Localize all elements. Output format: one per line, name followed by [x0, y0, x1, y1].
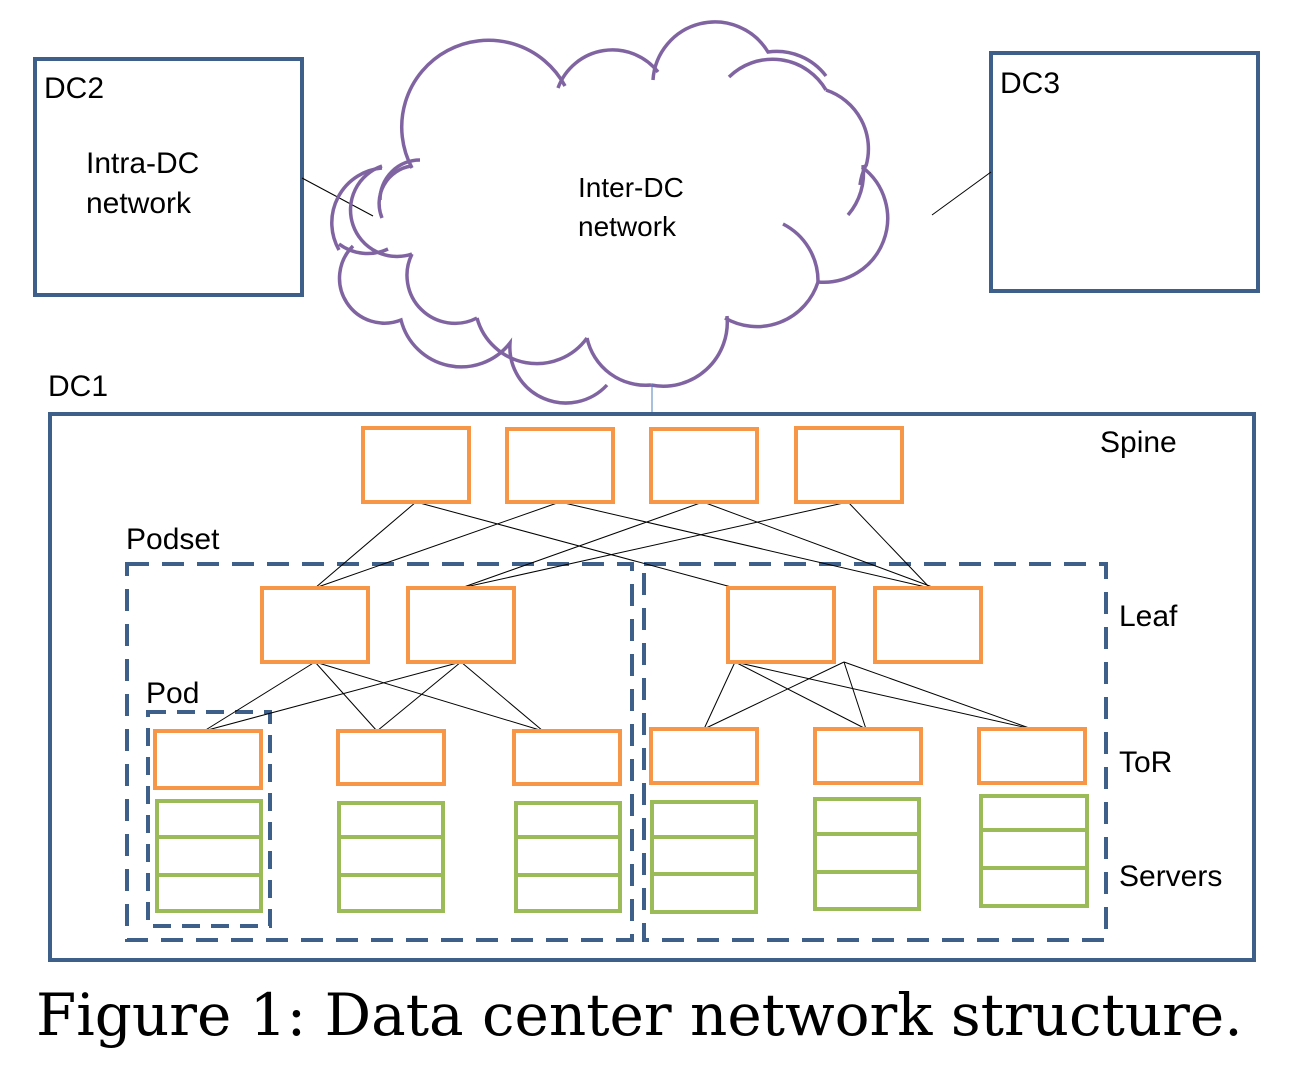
podset-box-left — [125, 562, 634, 942]
leaf-switch — [406, 586, 516, 664]
spine-switches — [361, 426, 904, 504]
server-rack — [514, 801, 622, 913]
tier-label-leaf: Leaf — [1119, 600, 1178, 633]
spine-switch — [505, 427, 615, 504]
leaf-switch — [260, 586, 370, 664]
podset-label: Podset — [126, 523, 220, 556]
server-rack — [979, 794, 1089, 908]
tier-label-servers: Servers — [1119, 860, 1222, 893]
leaf-switch — [726, 586, 836, 664]
tier-label-spine: Spine — [1100, 426, 1177, 459]
dc3-title: DC3 — [1000, 67, 1060, 100]
server-racks — [155, 794, 1089, 914]
leaf-switch — [873, 586, 983, 664]
spine-switch — [794, 426, 904, 504]
pod-box — [146, 710, 272, 928]
tor-switch — [153, 729, 263, 790]
server-rack — [650, 800, 758, 914]
tier-label-tor: ToR — [1119, 746, 1172, 779]
tor-switch — [813, 727, 923, 785]
server-rack — [337, 801, 445, 913]
tor-switch — [977, 727, 1087, 785]
figure-caption: Figure 1: Data center network structure. — [36, 981, 1243, 1049]
leaf-tor-links — [203, 661, 1033, 732]
tor-switch — [336, 729, 446, 786]
inter-dc-cloud — [330, 20, 890, 405]
spine-switch — [649, 427, 759, 504]
leaf-switches — [260, 586, 983, 664]
dc2-title: DC2 — [44, 72, 104, 105]
podset-box-right — [642, 562, 1108, 942]
link-dc3-cloud — [931, 171, 992, 216]
server-rack — [813, 797, 921, 911]
spine-leaf-links — [314, 501, 936, 589]
dc2-body-line2: network — [86, 187, 192, 220]
cloud-label-line1: Inter-DC — [578, 172, 684, 203]
tor-switch — [512, 729, 622, 786]
cloud-label-line2: network — [578, 211, 677, 242]
dc2-body-line1: Intra-DC — [86, 147, 199, 180]
dc1-box — [48, 412, 1256, 962]
spine-switch — [361, 426, 471, 504]
pod-label: Pod — [146, 677, 199, 710]
tor-switch — [649, 727, 759, 785]
dc1-title: DC1 — [48, 370, 108, 403]
dc2-box — [33, 57, 304, 297]
tor-switches — [153, 727, 1087, 790]
server-rack — [155, 799, 263, 913]
